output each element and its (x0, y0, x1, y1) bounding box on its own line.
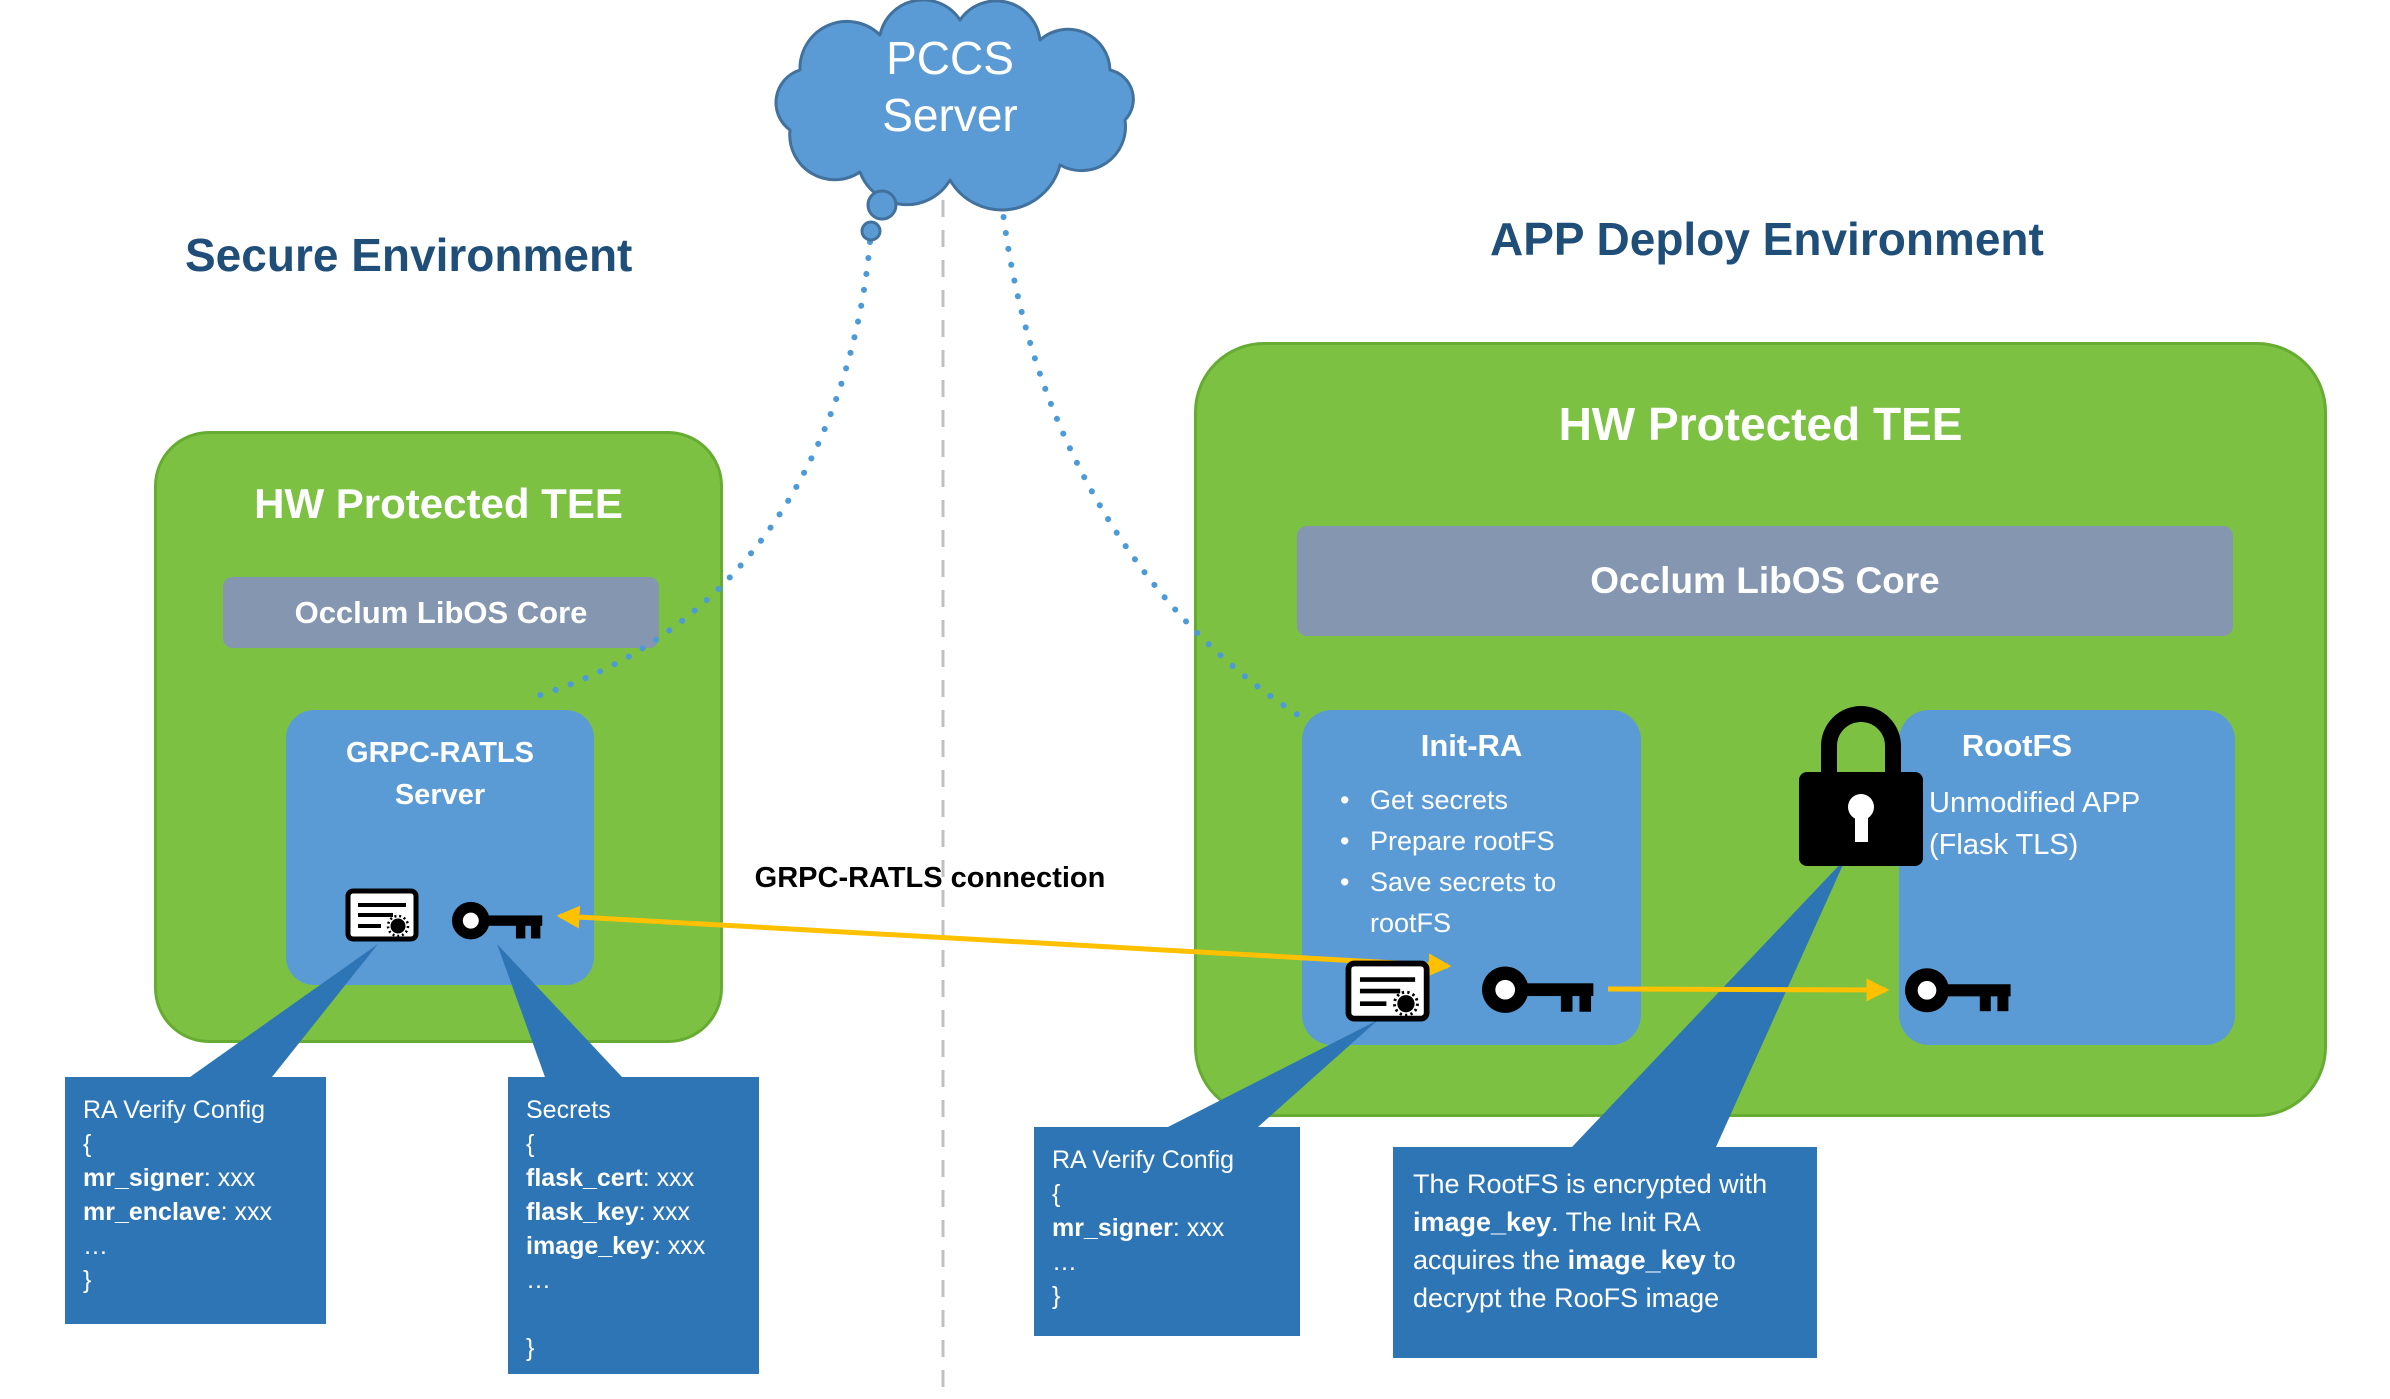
callout-title: Secrets (526, 1096, 611, 1124)
config-key: mr_signer (1052, 1214, 1173, 1242)
right-tee-title: HW Protected TEE (1558, 398, 1963, 450)
init-ra-bullet-list: • Get secrets • Prepare rootFS • Save se… (1340, 780, 1602, 944)
callout-line: mr_signer: xxx (83, 1161, 308, 1195)
app-deploy-environment-title: APP Deploy Environment (1490, 213, 2044, 265)
init-ra-bullet-2: • Prepare rootFS (1340, 821, 1602, 862)
callout-brace-open: { (526, 1130, 535, 1158)
config-value: : xxx (638, 1198, 691, 1226)
rootfs-desc-line1: Unmodified APP (1929, 787, 2141, 819)
callout-brace-close: } (526, 1334, 535, 1362)
grpc-ratls-server-title: GRPC-RATLS Server (286, 710, 594, 816)
config-key: flask_cert (526, 1164, 643, 1192)
callout-line: mr_signer: xxx (1052, 1211, 1282, 1245)
callout-line: flask_key: xxx (526, 1195, 741, 1229)
note-text: The RootFS is encrypted with (1413, 1169, 1768, 1199)
callout-brace-open: { (1052, 1180, 1061, 1208)
pccs-server-label: PCCS Server (770, 30, 1130, 144)
callout-line: mr_enclave: xxx (83, 1195, 308, 1229)
bullet-dot: • (1340, 867, 1350, 897)
callout-title: RA Verify Config (1052, 1146, 1235, 1174)
note-text: . The Init RA acquires the (1413, 1207, 1700, 1275)
rootfs-description: Unmodified APP (Flask TLS) (1929, 782, 2235, 866)
callout-ellipsis: … (526, 1266, 551, 1294)
left-occlum-core-label: Occlum LibOS Core (294, 594, 588, 630)
config-key: mr_enclave (83, 1198, 221, 1226)
config-value: : xxx (642, 1164, 695, 1192)
bullet-dot: • (1340, 826, 1350, 856)
init-ra-bullet-3: • Save secrets to rootFS (1340, 862, 1602, 944)
grpc-title-line2: Server (394, 779, 486, 811)
left-occlum-core-bar: Occlum LibOS Core (223, 577, 659, 648)
bullet-text: Prepare rootFS (1370, 826, 1555, 856)
grpc-ratls-server-box: GRPC-RATLS Server (286, 710, 594, 985)
rootfs-desc-line2: (Flask TLS) (1929, 829, 2079, 861)
callout-ellipsis: … (83, 1232, 108, 1260)
note-image-key: image_key (1413, 1207, 1552, 1237)
init-ra-bullet-1: • Get secrets (1340, 780, 1602, 821)
pccs-label-line1: PCCS (886, 32, 1014, 84)
right-occlum-core-bar: Occlum LibOS Core (1297, 526, 2233, 636)
callout-rootfs-note: The RootFS is encrypted with image_key. … (1393, 1147, 1817, 1358)
callout-brace-close: } (1052, 1282, 1061, 1310)
callout-line: flask_cert: xxx (526, 1161, 741, 1195)
callout-line: image_key: xxx (526, 1229, 741, 1263)
config-key: mr_signer (83, 1164, 204, 1192)
rootfs-box: RootFS Unmodified APP (Flask TLS) (1899, 710, 2235, 1045)
bullet-text: Save secrets to rootFS (1370, 867, 1557, 938)
config-value: : xxx (203, 1164, 256, 1192)
note-image-key: image_key (1567, 1245, 1706, 1275)
init-ra-title: Init-RA (1420, 728, 1523, 763)
config-value: : xxx (220, 1198, 273, 1226)
left-tee-title: HW Protected TEE (254, 480, 623, 527)
callout-secrets: Secrets { flask_cert: xxx flask_key: xxx… (508, 1077, 759, 1374)
secure-environment-title: Secure Environment (185, 229, 633, 281)
init-ra-box: Init-RA • Get secrets • Prepare rootFS •… (1302, 710, 1641, 1045)
config-value: : xxx (1172, 1214, 1225, 1242)
right-occlum-core-label: Occlum LibOS Core (1590, 560, 1940, 601)
bullet-text: Get secrets (1370, 785, 1509, 815)
callout-ra-verify-config-left: RA Verify Config { mr_signer: xxx mr_enc… (65, 1077, 326, 1324)
note-text: to decrypt the RooFS image (1413, 1245, 1736, 1313)
pccs-label-line2: Server (882, 89, 1018, 141)
callout-brace-open: { (83, 1130, 92, 1158)
config-key: flask_key (526, 1198, 639, 1226)
config-key: image_key (526, 1232, 654, 1260)
grpc-title-line1: GRPC-RATLS (346, 737, 534, 769)
callout-brace-close: } (83, 1266, 92, 1294)
callout-title: RA Verify Config (83, 1096, 266, 1124)
bullet-dot: • (1340, 785, 1350, 815)
rootfs-title: RootFS (1961, 728, 2073, 763)
config-value: : xxx (653, 1232, 706, 1260)
callout-ellipsis: … (1052, 1248, 1077, 1276)
callout-ra-verify-config-right: RA Verify Config { mr_signer: xxx … } (1034, 1127, 1300, 1336)
grpc-ratls-connection-label: GRPC-RATLS connection (754, 862, 1106, 894)
